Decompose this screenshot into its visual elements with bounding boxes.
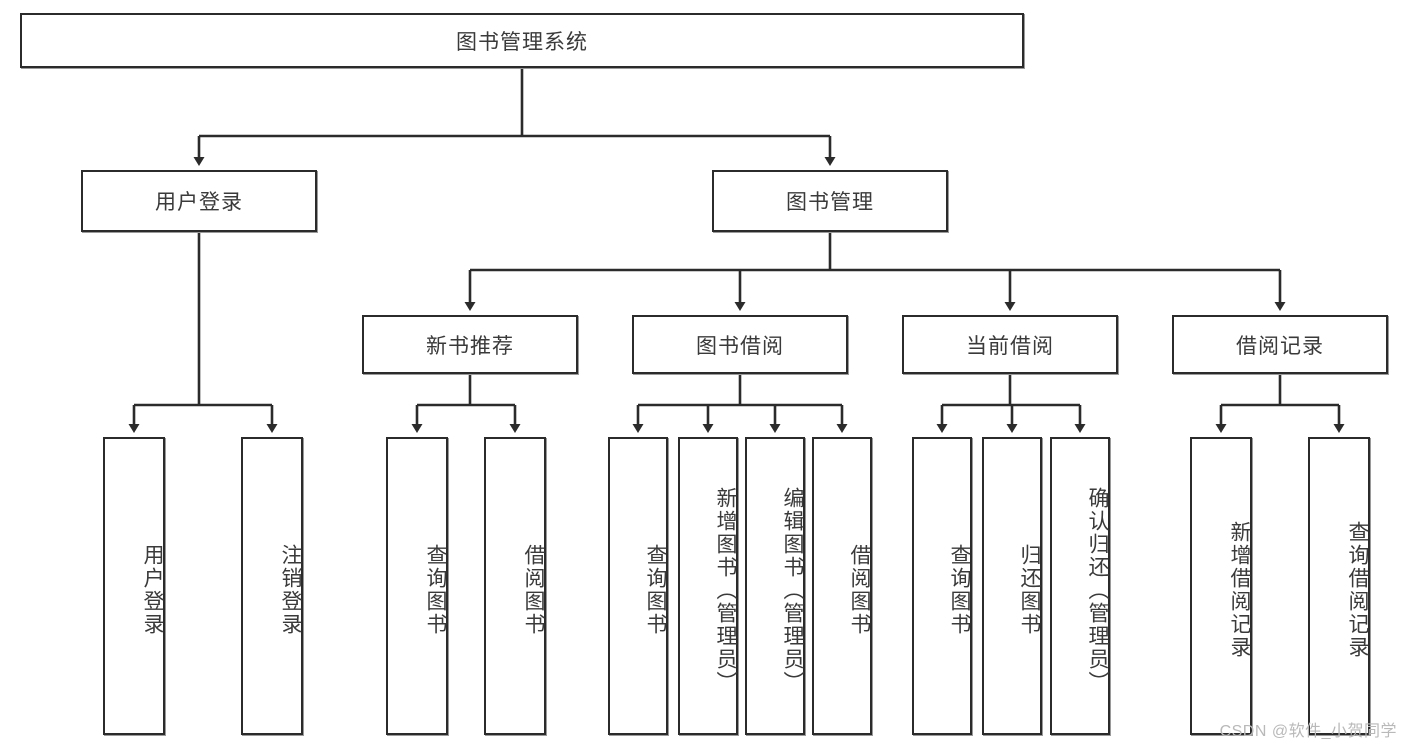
leaf-node-label: 查询图书 bbox=[644, 544, 667, 636]
leaf-node-label: 查询图书 bbox=[424, 544, 447, 636]
node-borrow-record-label: 借阅记录 bbox=[1236, 334, 1324, 358]
leaf-node[interactable]: 新增借阅记录 bbox=[1190, 437, 1252, 735]
node-book-borrow[interactable]: 图书借阅 bbox=[632, 315, 848, 374]
leaf-node-label: 归还图书 bbox=[1018, 544, 1041, 636]
leaf-node[interactable]: 新增图书（管理员） bbox=[678, 437, 738, 735]
leaf-node[interactable]: 查询图书 bbox=[386, 437, 448, 735]
leaf-node-label: 注销登录 bbox=[279, 544, 302, 636]
leaf-node[interactable]: 编辑图书（管理员） bbox=[745, 437, 805, 735]
node-book-management[interactable]: 图书管理 bbox=[712, 170, 948, 232]
leaf-node-label: 查询借阅记录 bbox=[1346, 521, 1369, 659]
leaf-node-label: 借阅图书 bbox=[522, 544, 545, 636]
leaf-node[interactable]: 归还图书 bbox=[982, 437, 1042, 735]
leaf-node[interactable]: 查询图书 bbox=[608, 437, 668, 735]
leaf-node[interactable]: 注销登录 bbox=[241, 437, 303, 735]
leaf-node-label: 确认归还（管理员） bbox=[1086, 486, 1109, 694]
leaf-node[interactable]: 借阅图书 bbox=[812, 437, 872, 735]
node-user-login[interactable]: 用户登录 bbox=[81, 170, 317, 232]
node-new-book-recommend-label: 新书推荐 bbox=[426, 334, 514, 358]
leaf-node-label: 新增图书（管理员） bbox=[714, 486, 737, 694]
leaf-node-label: 用户登录 bbox=[141, 544, 164, 636]
leaf-node-label: 新增借阅记录 bbox=[1228, 521, 1251, 659]
leaf-node[interactable]: 确认归还（管理员） bbox=[1050, 437, 1110, 735]
leaf-node-label: 借阅图书 bbox=[848, 544, 871, 636]
leaf-node-label: 查询图书 bbox=[948, 544, 971, 636]
node-root-label: 图书管理系统 bbox=[456, 30, 588, 54]
node-current-borrow-label: 当前借阅 bbox=[966, 334, 1054, 358]
node-book-borrow-label: 图书借阅 bbox=[696, 334, 784, 358]
node-borrow-record[interactable]: 借阅记录 bbox=[1172, 315, 1388, 374]
watermark: CSDN @软件_小贺同学 bbox=[1219, 723, 1397, 740]
leaf-node-label: 编辑图书（管理员） bbox=[781, 486, 804, 694]
node-book-management-label: 图书管理 bbox=[786, 191, 874, 214]
node-root[interactable]: 图书管理系统 bbox=[20, 13, 1024, 68]
leaf-node[interactable]: 查询图书 bbox=[912, 437, 972, 735]
node-user-login-label: 用户登录 bbox=[155, 191, 243, 214]
leaf-node[interactable]: 查询借阅记录 bbox=[1308, 437, 1370, 735]
node-new-book-recommend[interactable]: 新书推荐 bbox=[362, 315, 578, 374]
node-current-borrow[interactable]: 当前借阅 bbox=[902, 315, 1118, 374]
leaf-node[interactable]: 借阅图书 bbox=[484, 437, 546, 735]
leaf-node[interactable]: 用户登录 bbox=[103, 437, 165, 735]
